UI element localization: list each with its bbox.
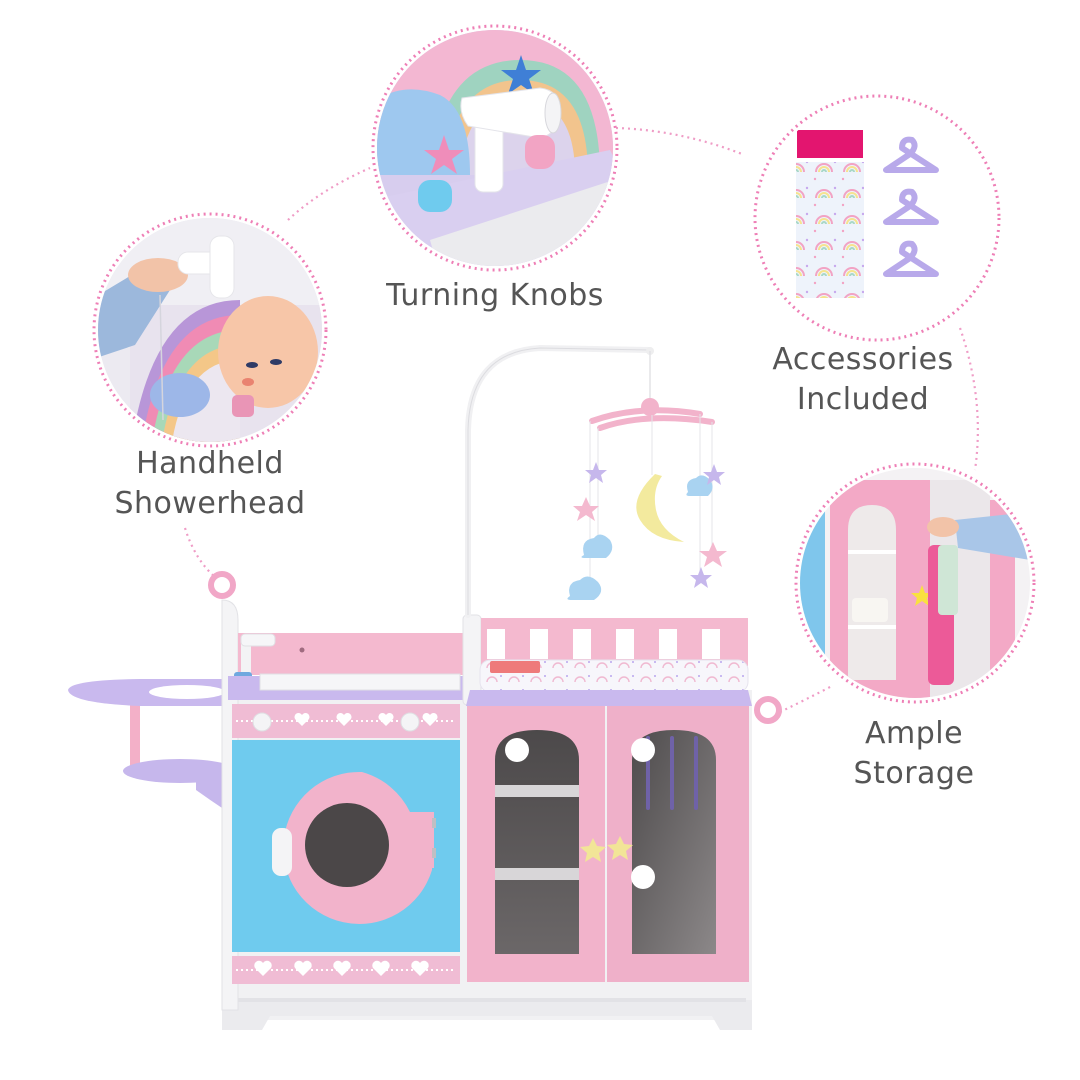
turning-knobs-photo-circle [377,30,613,266]
label-line: Turning Knobs [386,278,604,313]
storage-cabinet [467,706,749,982]
feature-label-accessories-included: Accessories Included [733,340,993,420]
callout-marker-storage [754,696,782,724]
label-line: Ample [864,716,964,751]
accessories-photo-circle [759,100,995,336]
hanger-icons [883,136,939,277]
towel-icon [797,130,863,158]
washer-knob-right [400,712,420,732]
bath-tray-shelf [68,679,237,810]
feature-label-handheld-showerhead: Handheld Showerhead [80,444,340,524]
washer-door-handle [272,828,292,876]
washer-bottom-strip [232,956,460,984]
washer-knob-left [252,712,272,732]
doll-care-station [68,344,752,1030]
label-line: Handheld [136,446,284,481]
label-line: Showerhead [114,486,306,521]
feature-label-ample-storage: Ample Storage [800,714,1028,794]
hanging-mobile [567,351,727,600]
star-knob-right [607,836,633,860]
callout-marker-showerhead [208,571,236,599]
washer-control-strip [232,704,460,738]
storage-photo-circle [800,468,1030,698]
label-line: Included [796,382,930,417]
label-line: Accessories [772,342,954,377]
showerhead-photo-circle [98,218,322,442]
crib-rail [481,618,748,666]
feature-label-turning-knobs: Turning Knobs [345,276,645,316]
washer-window [305,803,389,887]
blanket-icon [796,162,864,298]
star-knob-left [580,838,606,862]
label-line: Storage [853,756,975,791]
